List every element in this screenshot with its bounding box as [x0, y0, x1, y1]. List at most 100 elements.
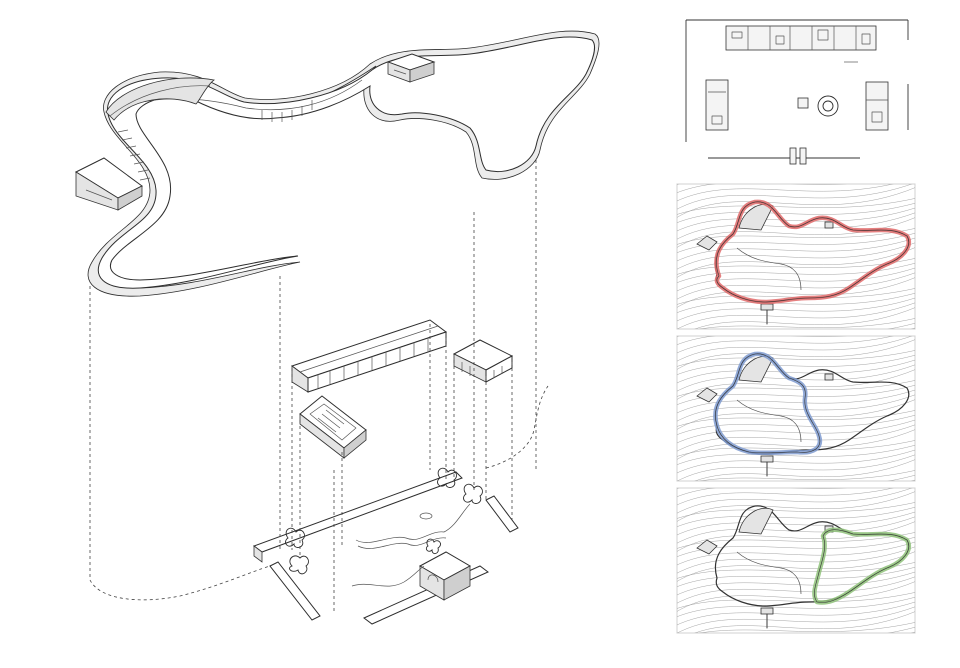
plan-tree-cluster [817, 95, 839, 117]
contour-line [677, 394, 915, 422]
contour-line [677, 187, 915, 218]
highlighted-route [714, 199, 911, 305]
contour-line [677, 184, 913, 210]
right-house [452, 339, 514, 383]
gate-mark [760, 455, 774, 463]
plan-long-building [725, 25, 877, 51]
route-map-1 [676, 183, 916, 330]
contour-line [677, 419, 915, 444]
pavilion-mark [696, 539, 718, 555]
contour-line [677, 212, 915, 240]
walkway-inner-path [736, 399, 802, 443]
exploded-axonometric [74, 30, 600, 625]
route-centerline [814, 529, 909, 603]
contour-line [677, 536, 915, 558]
contour-line [677, 247, 915, 278]
route-map-2 [676, 335, 916, 482]
contour-line [677, 399, 915, 430]
contour-line [677, 262, 915, 284]
contour-line [677, 454, 915, 481]
contour-line [694, 459, 915, 481]
contour-line [677, 502, 915, 519]
walkway-stair [117, 129, 151, 181]
contour-lines [677, 336, 915, 481]
gate-mark [760, 607, 774, 615]
contour-line [677, 410, 915, 427]
contour-line [677, 237, 915, 262]
contour-line [677, 277, 915, 308]
garden-path [355, 503, 471, 543]
contour-line [677, 232, 915, 254]
contour-line [699, 318, 915, 329]
contour-line [677, 364, 915, 392]
contour-line [677, 440, 915, 457]
contour-line [677, 424, 915, 452]
plan-gate [789, 147, 797, 165]
pavilion-mark [696, 235, 718, 251]
contour-line [677, 488, 894, 506]
contour-line [677, 506, 915, 528]
contour-line [677, 488, 913, 514]
gate-mark [760, 303, 774, 311]
courtyard-building [299, 395, 367, 459]
contour-line [694, 611, 915, 633]
contour-line [677, 198, 915, 215]
plan-left-building [705, 79, 729, 131]
contour-line [677, 380, 915, 397]
canopy-mark [738, 507, 774, 535]
contour-line [677, 606, 915, 633]
contour-line [677, 217, 915, 248]
contour-line [677, 596, 915, 618]
contour-line [677, 566, 915, 588]
contour-line [677, 449, 915, 474]
front-wall [269, 561, 321, 621]
highlighted-route [713, 351, 823, 456]
contour-line [677, 354, 915, 376]
contour-line [677, 532, 915, 549]
contour-line [694, 307, 915, 329]
contour-line [677, 336, 913, 362]
hut-mark [824, 221, 834, 229]
contour-line [677, 546, 915, 574]
contour-line [677, 184, 894, 202]
route-map-3 [676, 487, 916, 634]
contour-line [677, 267, 915, 292]
contour-line [677, 592, 915, 609]
contour-line [699, 622, 915, 633]
long-building [290, 319, 448, 393]
gate-structure [418, 551, 472, 601]
walkway-deck [97, 36, 595, 289]
highlighted-route [812, 527, 911, 605]
contour-line [677, 389, 915, 414]
contour-line [677, 491, 915, 522]
contour-line [677, 414, 915, 436]
contour-line [677, 488, 846, 498]
contour-line [677, 601, 915, 626]
trees [285, 467, 483, 575]
contour-line [677, 272, 915, 300]
walkway-inner-path [736, 551, 802, 595]
contour-line [677, 429, 915, 460]
contour-line [677, 571, 915, 596]
site-plan [685, 19, 909, 165]
contour-line [677, 581, 915, 612]
contour-line [677, 336, 846, 346]
contour-lines [677, 184, 915, 329]
walkway-canopy-rib [109, 85, 211, 117]
contour-line [677, 369, 915, 400]
pavilion-mark [696, 387, 718, 403]
walkway-canopy [105, 77, 215, 121]
contour-line [677, 242, 915, 270]
elevated-walkway [74, 30, 600, 297]
perimeter-wall [252, 471, 463, 553]
contour-line [677, 292, 915, 314]
hut-mark [824, 373, 834, 381]
side-wall [485, 495, 519, 533]
contour-line [677, 521, 915, 552]
contour-line [677, 228, 915, 245]
contour-line [677, 516, 915, 544]
garden-path-lower [351, 565, 425, 587]
walkway-inner-path [736, 247, 802, 291]
ground-layer [252, 467, 519, 625]
